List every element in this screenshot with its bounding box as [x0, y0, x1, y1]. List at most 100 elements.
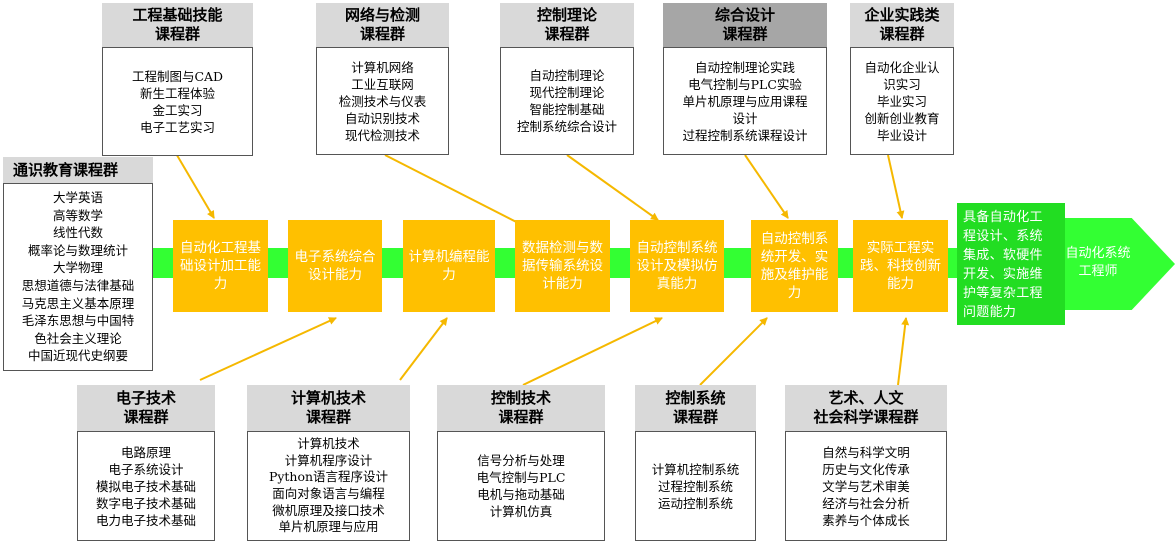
- course-group-title: 计算机技术课程群: [247, 385, 410, 431]
- capability-line: 工能力: [213, 258, 261, 292]
- outcome-label: 自动化系统 工程师: [1062, 245, 1134, 281]
- course-item: 毛泽东思想与中国特: [21, 313, 135, 329]
- course-group-humanities: 艺术、人文社会科学课程群 自然与科学文明 历史与文化传承 文学与艺术审美 经济与…: [785, 385, 947, 541]
- course-item: 工业互联网: [351, 76, 414, 92]
- course-item: 电机与拖动基础: [477, 487, 565, 502]
- title-line: 课程群: [879, 25, 925, 43]
- arrow-bottom-2: [399, 317, 448, 381]
- capability-line: 自动化工程: [180, 240, 248, 256]
- course-group-title: 通识教育课程群: [3, 157, 153, 183]
- course-list: 工程制图与CAD 新生工程体验 金工实习 电子工艺实习: [102, 47, 253, 156]
- arrow-bottom-3: [522, 317, 663, 386]
- course-group-title: 网络与检测课程群: [316, 3, 449, 47]
- arrow-bottom-5: [897, 317, 910, 386]
- capability-line: 施及维护能: [760, 267, 829, 283]
- course-item: 电路原理: [120, 444, 171, 460]
- course-group-enterprise-practice: 企业实践类课程群 自动化企业认 识实习 毕业实习 创新创业教育 毕业设计: [850, 3, 954, 155]
- course-item: 数字电子技术基础: [95, 495, 196, 511]
- course-item: 毕业设计: [876, 127, 927, 143]
- capability-box: 自动化工程基础设计加工能力: [173, 220, 268, 312]
- course-item: 过程控制系统课程设计: [682, 127, 808, 143]
- course-group-title: 电子技术课程群: [77, 385, 215, 431]
- title-line: 控制系统: [665, 389, 726, 407]
- title-line: 社会科学课程群: [813, 408, 919, 426]
- arrow-top-1: [170, 144, 215, 219]
- course-item: 中国近现代史纲要: [27, 348, 128, 364]
- arrow-bottom-1: [199, 317, 337, 381]
- course-item: 电子工艺实习: [139, 119, 215, 135]
- course-item: 电力电子技术基础: [95, 512, 196, 528]
- capability-line: 电子系统综: [294, 249, 363, 265]
- capability-line: 基础设计加: [180, 240, 261, 274]
- course-item: 经济与社会分析: [822, 495, 910, 511]
- course-list: 信号分析与处理 电气控制与PLC 电机与拖动基础 计算机仿真: [437, 431, 605, 541]
- course-item: 单片机原理与应用课程: [682, 93, 808, 109]
- course-item: 自动识别技术: [344, 110, 420, 126]
- capability-line: 统设计能力: [542, 258, 603, 292]
- course-item: 自动控制理论: [529, 68, 605, 83]
- capability-box: 自动控制系统设计及模拟仿真能力: [630, 220, 724, 312]
- arrow-top-2: [384, 154, 539, 234]
- final-capability-line: 集成、软硬件: [963, 248, 1043, 263]
- course-item: 大学物理: [52, 260, 103, 276]
- title-line: 课程群: [123, 408, 169, 426]
- course-group-title: 艺术、人文社会科学课程群: [785, 385, 947, 431]
- final-capability-box: 具备自动化工 程设计、系统 集成、软硬件 开发、实施维 护等复杂工程 问题能力: [957, 203, 1065, 325]
- capability-line: 新能力: [887, 258, 941, 292]
- course-list: 电路原理 电子系统设计 模拟电子技术基础 数字电子技术基础 电力电子技术基础: [77, 431, 215, 541]
- course-item: 识实习: [883, 76, 921, 92]
- arrow-top-3: [566, 154, 659, 221]
- course-list: 自动控制理论 现代控制理论 智能控制基础 控制系统综合设计: [500, 47, 634, 155]
- course-item: 设计: [732, 110, 758, 126]
- capability-line: 合设计能力: [308, 249, 376, 283]
- capability-box: 自动控制系统开发、实施及维护能力: [751, 220, 838, 312]
- course-item: Python语言程序设计: [268, 469, 389, 485]
- course-item: 计算机技术: [297, 435, 360, 451]
- title-line: 课程群: [722, 25, 768, 43]
- course-item: 电子系统设计: [108, 461, 184, 477]
- course-list: 大学英语 高等数学 线性代数 概率论与数理统计 大学物理 思想道德与法律基础 马…: [3, 183, 153, 371]
- course-item: 新生工程体验: [139, 85, 215, 101]
- capability-line: 统开发、实: [760, 249, 829, 265]
- course-item: 现代检测技术: [344, 127, 420, 143]
- course-item: 信号分析与处理: [477, 453, 565, 468]
- title-line: 综合设计: [714, 6, 775, 24]
- final-capability-line: 程设计、系统: [963, 229, 1043, 244]
- capability-box: 实际工程实践、科技创新能力: [853, 220, 948, 312]
- course-item: 过程控制系统: [657, 478, 733, 494]
- course-item: 线性代数: [52, 225, 103, 241]
- capability-box: 数据检测与数据传输系统设计能力: [515, 220, 610, 312]
- course-group-title: 工程基础技能课程群: [102, 3, 253, 47]
- capability-line: 自动控制系: [636, 240, 705, 256]
- course-item: 计算机仿真: [489, 504, 553, 519]
- course-item: 思想道德与法律基础: [21, 278, 135, 293]
- course-item: 控制系统综合设计: [516, 119, 617, 134]
- course-item: 创新创业教育: [864, 110, 940, 126]
- course-group-title: 控制理论课程群: [500, 3, 634, 47]
- title-line: 控制技术: [490, 389, 551, 407]
- course-item: 概率论与数理统计: [27, 242, 128, 258]
- course-item: 毕业实习: [876, 93, 927, 109]
- course-group-title: 综合设计课程群: [663, 3, 827, 47]
- course-group-engineering-basics: 工程基础技能课程群 工程制图与CAD 新生工程体验 金工实习 电子工艺实习: [102, 3, 253, 156]
- capability-line: 践、科技创: [860, 258, 928, 274]
- title-line: 课程群: [498, 408, 544, 426]
- course-list: 自动化企业认 识实习 毕业实习 创新创业教育 毕业设计: [850, 47, 954, 155]
- course-item: 高等数学: [52, 207, 103, 223]
- outcome-line: 工程师: [1078, 264, 1118, 279]
- title-line: 课程群: [359, 25, 405, 43]
- course-group-comprehensive-design: 综合设计课程群 自动控制理论实践 电气控制与PLC实验 单片机原理与应用课程 设…: [663, 3, 827, 155]
- course-list: 自然与科学文明 历史与文化传承 文学与艺术审美 经济与社会分析 素养与个体成长: [785, 431, 947, 541]
- course-item: 运动控制系统: [657, 495, 733, 511]
- title-line: 艺术、人文: [828, 389, 904, 407]
- capability-line: 统设计及模: [636, 240, 718, 274]
- title-line: 课程群: [672, 408, 718, 426]
- course-item: 大学英语: [52, 190, 103, 206]
- capability-line: 自动控制系: [760, 231, 829, 247]
- title-line: 课程群: [154, 25, 200, 43]
- course-list: 计算机网络 工业互联网 检测技术与仪表 自动识别技术 现代检测技术: [316, 47, 449, 155]
- course-item: 面向对象语言与编程: [272, 486, 385, 501]
- title-line: 企业实践类: [864, 6, 940, 24]
- course-item: 单片机原理与应用: [278, 519, 379, 535]
